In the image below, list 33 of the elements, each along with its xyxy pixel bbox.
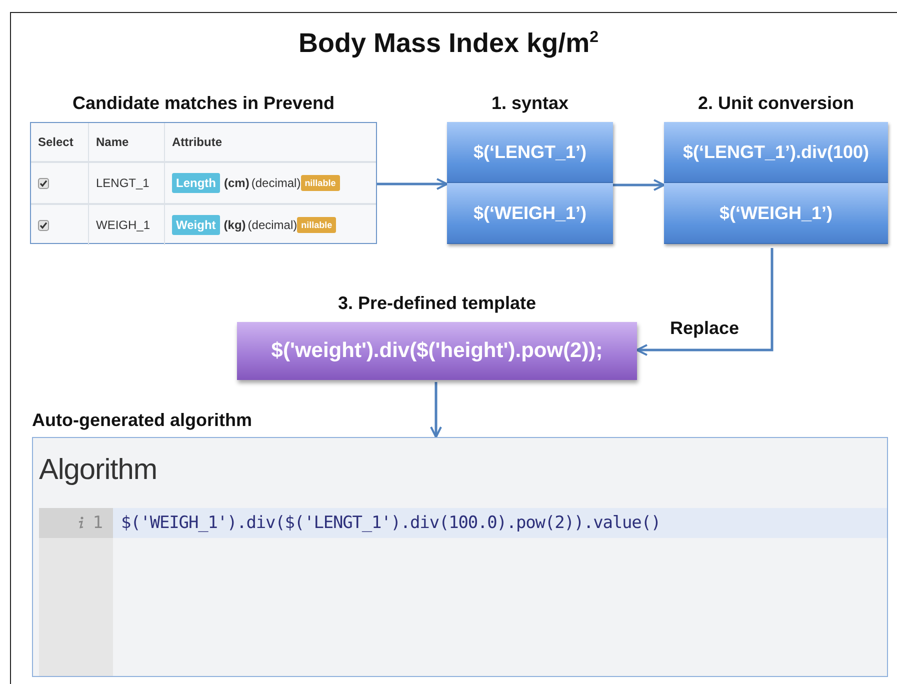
diagram-title: Body Mass Index kg/m$^{2}$: [298, 28, 600, 59]
arrow: [430, 382, 442, 438]
expression-box: $(‘LENGT_1’).div(100): [664, 122, 888, 183]
step-heading: 3. Pre-defined template: [336, 292, 538, 315]
template-box: $('weight').div($('height').pow(2));: [237, 322, 637, 380]
step-heading: 2. Unit conversion: [696, 92, 856, 115]
variable-name: WEIGH_1: [96, 218, 150, 232]
section-heading: Auto-generated algorithm: [32, 409, 252, 432]
arrow: [377, 178, 448, 190]
column-header: Attribute: [172, 135, 222, 149]
panel-heading: Algorithm: [39, 454, 157, 487]
variable-name: LENGT_1: [96, 176, 150, 190]
line-number: 1: [92, 513, 103, 533]
attribute-tag: Length: [172, 173, 220, 193]
arrow: [636, 248, 774, 356]
type-text: (decimal): [248, 218, 298, 232]
nillable-tag: nillable: [300, 175, 340, 191]
column-header: Select: [38, 135, 74, 149]
step-heading: 1. syntax: [490, 92, 570, 115]
table-heading: Candidate matches in Prevend: [71, 92, 336, 115]
unit-text: (kg): [224, 218, 246, 232]
type-text: (decimal): [251, 176, 301, 190]
expression-box: $(‘LENGT_1’): [447, 122, 613, 183]
code-panel: [32, 437, 888, 677]
nillable-tag: nillable: [297, 217, 336, 233]
expression-box: $(‘WEIGH_1’): [664, 183, 888, 244]
code-text: $('WEIGH_1').div($('LENGT_1').div(100.0).pow(2)).value(): [120, 513, 661, 533]
arrow: [613, 179, 665, 191]
unit-text: (cm): [224, 176, 250, 190]
attribute-tag: Weight: [172, 215, 220, 235]
edge-label: Replace: [668, 318, 742, 339]
column-header: Name: [96, 135, 129, 149]
expression-box: $(‘WEIGH_1’): [447, 183, 613, 244]
